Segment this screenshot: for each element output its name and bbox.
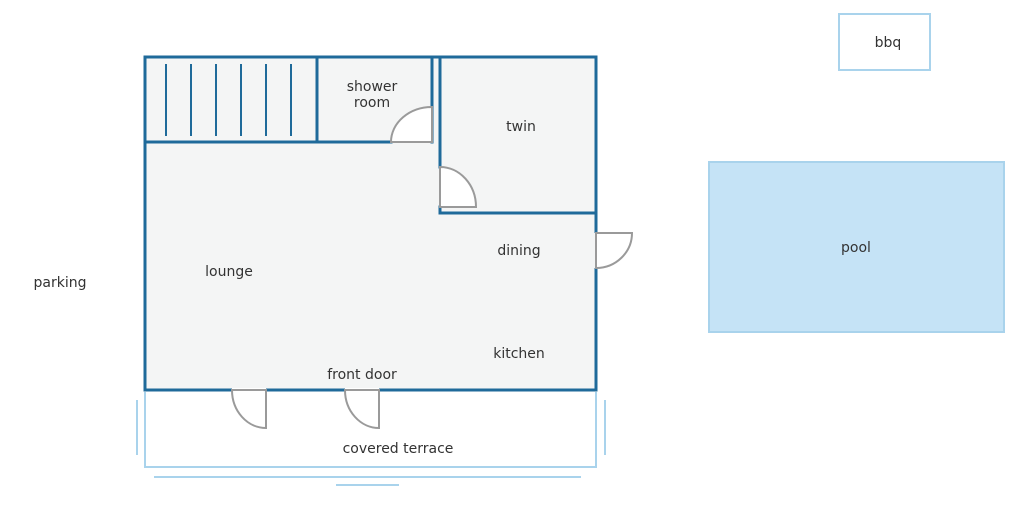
- parking-label: parking: [34, 275, 87, 291]
- bbq-area: [838, 13, 931, 71]
- doors: [230, 105, 634, 430]
- covered-terrace: [136, 392, 606, 486]
- dining-door: [595, 232, 634, 270]
- kitchen-label: kitchen: [493, 346, 545, 362]
- pool-label: pool: [841, 240, 871, 256]
- twin-door: [439, 165, 478, 208]
- front-door-label: front door: [327, 367, 397, 383]
- front-door-left: [230, 389, 267, 430]
- shower-door: [389, 105, 433, 143]
- staircase: [165, 64, 292, 136]
- pool: [708, 161, 1005, 333]
- shower-room-label-line2: room: [354, 95, 390, 111]
- lounge-label: lounge: [205, 264, 253, 280]
- twin-label: twin: [506, 119, 536, 135]
- shower-room-label-line1: shower: [347, 79, 398, 95]
- front-door-right: [343, 389, 380, 430]
- dining-label: dining: [497, 243, 540, 259]
- bbq-label: bbq: [875, 35, 902, 51]
- covered-terrace-label: covered terrace: [343, 441, 454, 457]
- house-floor: [145, 57, 596, 390]
